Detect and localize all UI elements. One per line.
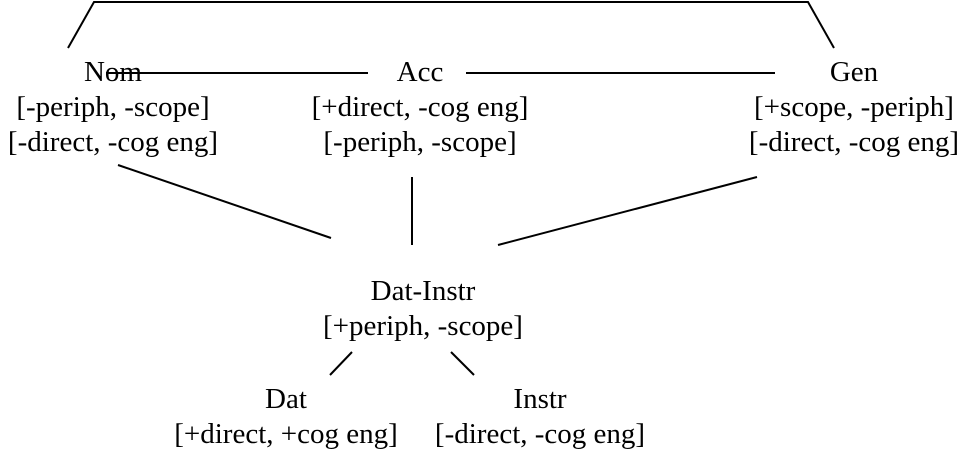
node-dat-instr: Dat-Instr [+periph, -scope] xyxy=(323,274,523,344)
node-nom-features-2: [-direct, -cog eng] xyxy=(7,126,219,158)
node-nom: Nom [-periph, -scope] [-direct, -cog eng… xyxy=(8,55,218,160)
node-gen-features-2: [-direct, -cog eng] xyxy=(748,126,960,158)
connector-datinstr-dat xyxy=(329,351,353,376)
node-nom-features-1: [-periph, -scope] xyxy=(16,91,210,123)
node-gen-label: Gen xyxy=(829,56,879,88)
node-dat-instr-features-1: [+periph, -scope] xyxy=(323,310,523,342)
node-instr-features-1: [-direct, -cog eng] xyxy=(434,418,646,450)
node-acc-features-2: [-periph, -scope] xyxy=(323,126,517,158)
node-acc-label: Acc xyxy=(396,56,444,88)
node-gen: Gen [+scope, -periph] [-direct, -cog eng… xyxy=(749,55,959,160)
node-dat-label: Dat xyxy=(265,383,307,415)
node-gen-features-1: [+scope, -periph] xyxy=(754,91,954,123)
connector-datinstr-instr xyxy=(450,351,475,376)
node-dat-instr-label: Dat-Instr xyxy=(370,275,476,307)
node-acc-features-1: [+direct, -cog eng] xyxy=(311,91,529,123)
connector-gen-datinstr xyxy=(497,176,758,246)
node-dat-features-1: [+direct, +cog eng] xyxy=(174,418,398,450)
node-dat: Dat [+direct, +cog eng] xyxy=(174,382,398,452)
node-instr: Instr [-direct, -cog eng] xyxy=(435,382,645,452)
connector-nom-datinstr xyxy=(117,164,332,239)
node-instr-label: Instr xyxy=(513,383,567,415)
node-nom-label: Nom xyxy=(83,56,142,88)
connector-nom-gen-bracket xyxy=(67,1,835,49)
node-acc: Acc [+direct, -cog eng] [-periph, -scope… xyxy=(312,55,529,160)
